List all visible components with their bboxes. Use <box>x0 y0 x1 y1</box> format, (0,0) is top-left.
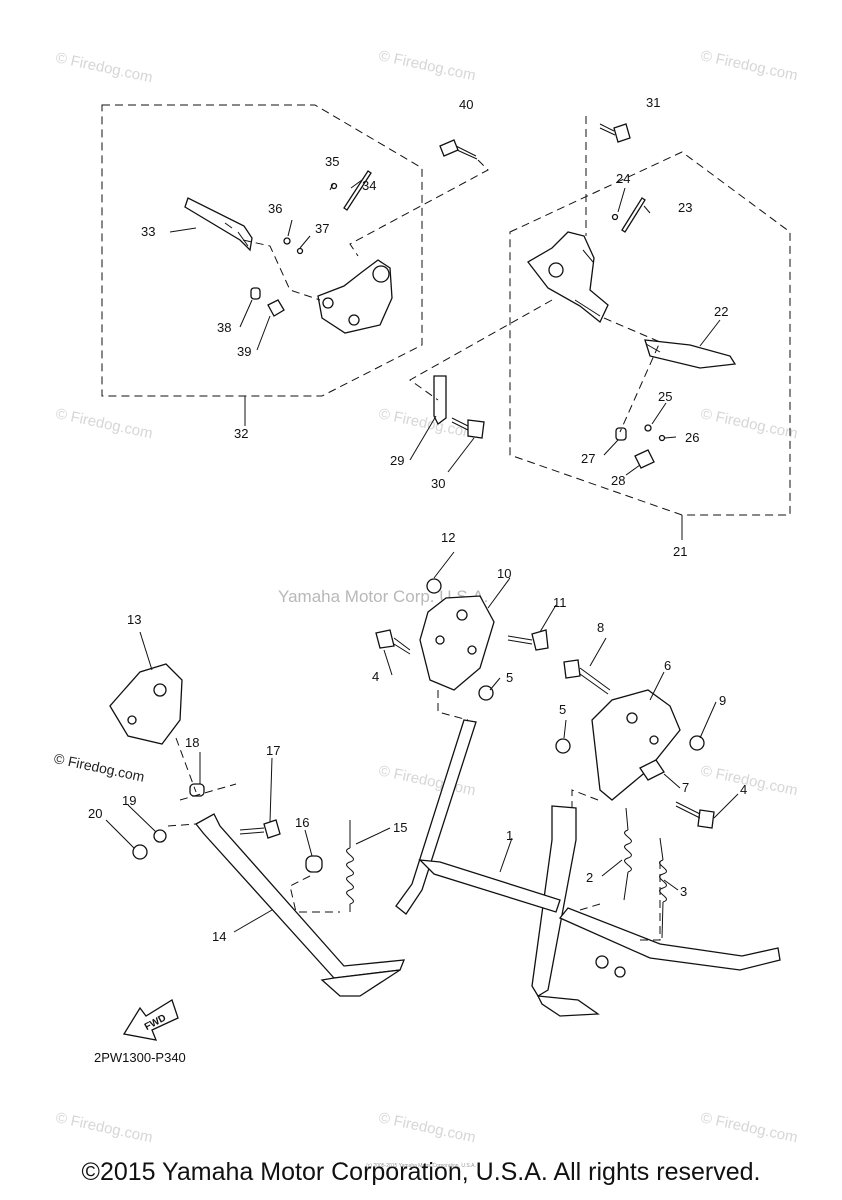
callout-labels: 1 2 3 4 4 5 5 6 7 8 9 10 11 12 13 14 15 … <box>88 95 747 944</box>
callout-4: 4 <box>740 782 747 797</box>
callout-39: 39 <box>237 344 251 359</box>
watermark-firedog: © Firedog.com <box>54 1109 154 1146</box>
callout-17: 17 <box>266 743 280 758</box>
callout-5: 5 <box>559 702 566 717</box>
callout-22: 22 <box>714 304 728 319</box>
callout-20: 20 <box>88 806 102 821</box>
callout-13: 13 <box>127 612 141 627</box>
watermark-firedog: © Firedog.com <box>699 762 799 799</box>
callout-16: 16 <box>295 815 309 830</box>
tiny-copyright: (c) 2005-2015 Yamaha Motor Corporation, … <box>366 1163 476 1169</box>
watermark-firedog: © Firedog.com <box>699 405 799 442</box>
watermark-firedog: © Firedog.com <box>54 405 154 442</box>
callout-18: 18 <box>185 735 199 750</box>
callout-12: 12 <box>441 530 455 545</box>
callout-24: 24 <box>616 171 630 186</box>
watermark-firedog: © Firedog.com <box>699 47 799 84</box>
fwd-arrow-icon: FWD <box>122 999 179 1041</box>
callout-4: 4 <box>372 669 379 684</box>
watermark-firedog: © Firedog.com <box>54 49 154 86</box>
callout-10: 10 <box>497 566 511 581</box>
callout-33: 33 <box>141 224 155 239</box>
callout-14: 14 <box>212 929 226 944</box>
callout-6: 6 <box>664 658 671 673</box>
callout-11: 11 <box>553 595 567 610</box>
watermark-firedog: © Firedog.com <box>699 1109 799 1146</box>
group-stand <box>105 551 781 1017</box>
callout-3: 3 <box>680 884 687 899</box>
group-left-footrest <box>101 104 489 426</box>
watermark-firedog: © Firedog.com <box>377 47 477 84</box>
callout-1: 1 <box>506 828 513 843</box>
callout-30: 30 <box>431 476 445 491</box>
callout-25: 25 <box>658 389 672 404</box>
callout-32: 32 <box>234 426 248 441</box>
diagram-code: 2PW1300-P340 <box>94 1050 186 1065</box>
copyright-footer: ©2015 Yamaha Motor Corporation, U.S.A. A… <box>81 1158 761 1186</box>
callout-2: 2 <box>586 870 593 885</box>
callout-23: 23 <box>678 200 692 215</box>
callout-21: 21 <box>673 544 687 559</box>
callout-40: 40 <box>459 97 473 112</box>
callout-15: 15 <box>393 820 407 835</box>
callout-19: 19 <box>122 793 136 808</box>
callout-26: 26 <box>685 430 699 445</box>
callout-37: 37 <box>315 221 329 236</box>
callout-36: 36 <box>268 201 282 216</box>
watermark-firedog: © Firedog.com <box>377 1109 477 1146</box>
callout-35: 35 <box>325 154 339 169</box>
callout-27: 27 <box>581 451 595 466</box>
callout-8: 8 <box>597 620 604 635</box>
callout-31: 31 <box>646 95 660 110</box>
callout-9: 9 <box>719 693 726 708</box>
callout-7: 7 <box>682 780 689 795</box>
callout-29: 29 <box>390 453 404 468</box>
callout-34: 34 <box>362 178 376 193</box>
group-right-footrest <box>409 116 791 540</box>
callout-28: 28 <box>611 473 625 488</box>
callout-5: 5 <box>506 670 513 685</box>
callout-38: 38 <box>217 320 231 335</box>
watermark-firedog: © Firedog.com <box>377 405 477 442</box>
watermark-firedog: © Firedog.com <box>377 762 477 799</box>
